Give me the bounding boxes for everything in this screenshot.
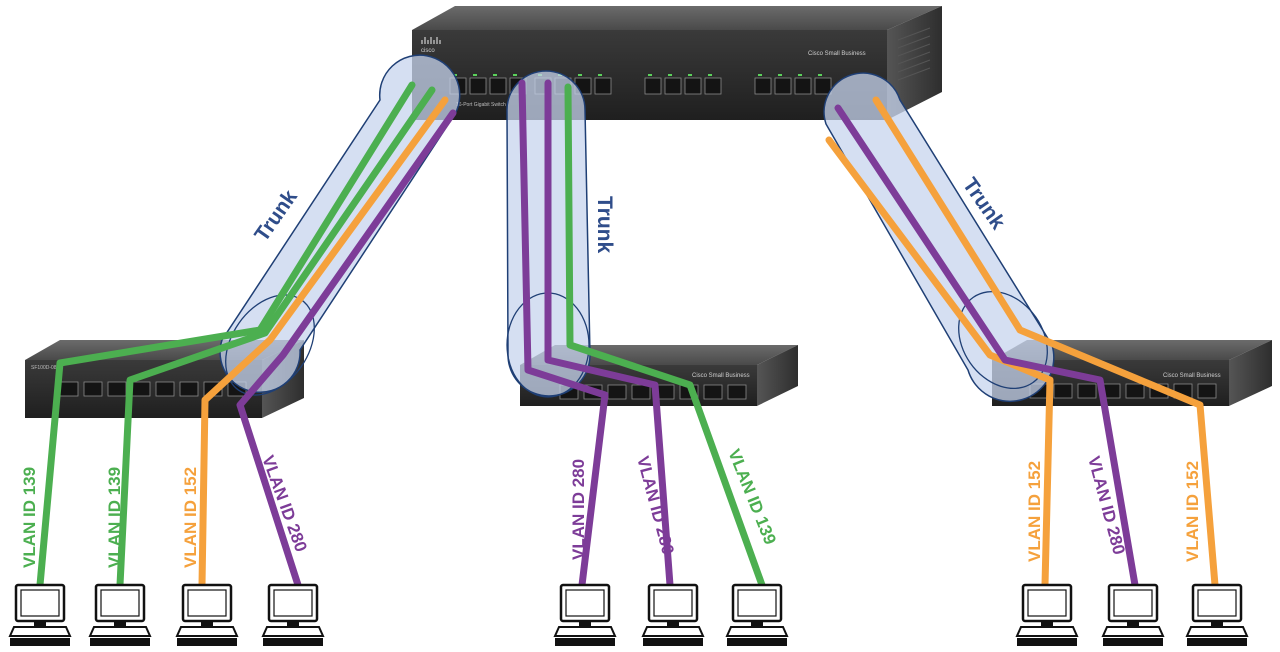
switch-port [704, 77, 722, 95]
access-switch-middle-brand-label: Cisco Small Business [692, 373, 750, 379]
switch-port [607, 384, 627, 400]
switch-port [1125, 383, 1145, 399]
switch-port [684, 77, 702, 95]
computer-icon [88, 583, 152, 646]
vlan-label: VLAN ID 280 [569, 459, 588, 560]
cable-right-vlan152-a [825, 136, 1054, 589]
cable-left-vlan139-a [36, 81, 416, 589]
computer-icon [1185, 583, 1249, 646]
cable-left-vlan280 [236, 109, 457, 589]
computer-icon [261, 583, 325, 646]
vlan-label: VLAN ID 152 [1183, 461, 1202, 562]
cable-left-vlan139-b [116, 86, 436, 589]
vlan-label: VLAN ID 152 [181, 467, 200, 568]
switch-port [179, 381, 199, 397]
cable-right-vlan280 [834, 104, 1139, 589]
switch-port [131, 381, 151, 397]
switch-port [774, 77, 792, 95]
computer-icon [8, 583, 72, 646]
cable-left-vlan152 [198, 96, 449, 589]
port-led [578, 74, 582, 76]
computer-icon [725, 583, 789, 646]
cable-right-vlan152-b [872, 96, 1219, 589]
switch-port [1197, 383, 1217, 399]
port-led [708, 74, 712, 76]
trunk-right [823, 72, 1055, 403]
switch-port [644, 77, 662, 95]
vlan-labels: VLAN ID 139 VLAN ID 139 VLAN ID 152 VLAN ID… [20, 446, 1202, 568]
cable-mid-vlan280-b [544, 79, 674, 589]
switch-port [155, 381, 175, 397]
switch-port [703, 384, 723, 400]
switch-port [83, 381, 103, 397]
port-led [648, 74, 652, 76]
main-switch: cisco Cisco Small Business 16-Port Gigab… [412, 6, 942, 120]
switch-port [489, 77, 507, 95]
port-led [493, 74, 497, 76]
switch-port [469, 77, 487, 95]
port-led [668, 74, 672, 76]
vlan-label: VLAN ID 139 [20, 467, 39, 568]
main-switch-vent [897, 27, 931, 81]
computer-icon [175, 583, 239, 646]
port-led [798, 74, 802, 76]
main-switch-model-label: 16-Port Gigabit Switch [456, 102, 506, 108]
cisco-logo: cisco [421, 37, 441, 54]
main-switch-brand-label: Cisco Small Business [808, 51, 866, 57]
access-switch-left-model-label: SF100D-08P [31, 365, 61, 371]
vlan-label: VLAN ID 139 [105, 467, 124, 568]
port-led [688, 74, 692, 76]
port-led [818, 74, 822, 76]
vlan-label: VLAN ID 280 [633, 454, 678, 557]
computer-icon [641, 583, 705, 646]
main-switch-logo-text: cisco [421, 48, 435, 54]
switch-port [107, 381, 127, 397]
hosts [8, 583, 1249, 646]
trunk-middle-label: Trunk [593, 196, 616, 253]
switch-port [754, 77, 772, 95]
computer-icon [1015, 583, 1079, 646]
switch-port [1077, 383, 1097, 399]
vlan-label: VLAN ID 152 [1025, 461, 1044, 562]
port-led [513, 74, 517, 76]
switch-port [59, 381, 79, 397]
switch-port [727, 384, 747, 400]
cable-mid-vlan280-a [518, 79, 609, 589]
switch-port [664, 77, 682, 95]
switch-port [631, 384, 651, 400]
computer-icon [1101, 583, 1165, 646]
switch-port [1053, 383, 1073, 399]
port-led [778, 74, 782, 76]
cables [36, 79, 1219, 589]
port-led [598, 74, 602, 76]
switch-port [794, 77, 812, 95]
cable-mid-vlan139 [564, 83, 766, 589]
port-led [758, 74, 762, 76]
access-switch-right-brand-label: Cisco Small Business [1163, 373, 1221, 379]
switch-port [814, 77, 832, 95]
switch-port [594, 77, 612, 95]
computer-icon [553, 583, 617, 646]
port-led [473, 74, 477, 76]
